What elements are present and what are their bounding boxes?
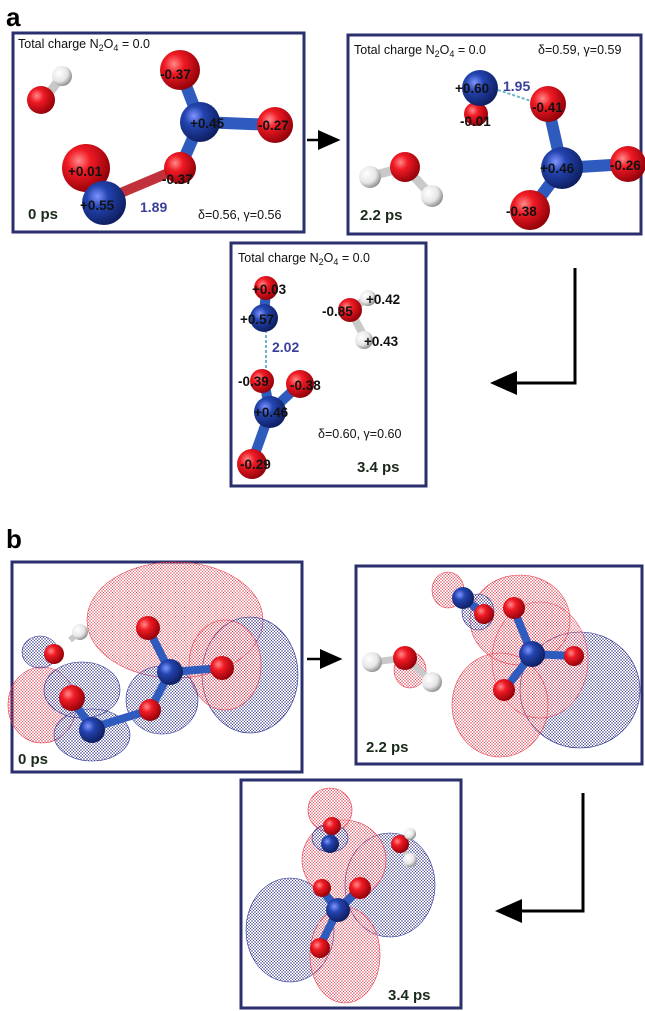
frame-a-2-2ps: Total charge N2O4 = 0.0 δ=0.59, γ=0.59 +… — [346, 33, 645, 236]
oxygen-atom — [391, 835, 409, 853]
total-charge-header: Total charge N2O4 = 0.0 — [238, 251, 370, 267]
frame-b-0ps: 0 ps — [7, 560, 304, 774]
nitrogen-atom — [541, 147, 583, 189]
charge-label: +0.42 — [366, 292, 400, 307]
oxygen-atom — [160, 50, 200, 90]
time-stamp: 3.4 ps — [388, 987, 431, 1004]
delta-gamma-values: δ=0.59, γ=0.59 — [538, 43, 621, 57]
oxygen-atom — [286, 370, 314, 398]
nitrogen-atom — [79, 717, 105, 743]
hydrogen-atom — [403, 853, 417, 867]
charge-label: -0.39 — [238, 374, 269, 389]
charge-label: -0.37 — [162, 172, 193, 187]
oxygen-atom — [59, 685, 85, 711]
delta-gamma-values: δ=0.56, γ=0.56 — [198, 208, 281, 222]
oxygen-atom — [250, 369, 274, 393]
oxygen-atom — [313, 879, 331, 897]
charge-label: +0.43 — [364, 334, 399, 349]
time-stamp: 3.4 ps — [357, 459, 400, 476]
panel-label-b: b — [6, 524, 22, 554]
charge-label: -0.38 — [290, 378, 321, 393]
oxygen-atom — [237, 449, 267, 479]
hydrogen-atom — [404, 828, 416, 840]
hydrogen-atom — [355, 331, 373, 349]
charge-label: -0.41 — [532, 100, 563, 115]
oxygen-atom — [257, 107, 293, 143]
frame-a-3-4ps: Total charge N2O4 = 0.0 +0.03 +0.57 -0.8… — [229, 241, 428, 488]
charge-label: +0.03 — [252, 282, 287, 297]
nitrogen-atom — [82, 181, 126, 225]
oxygen-atom — [164, 152, 196, 184]
hydrogen-atom — [52, 66, 72, 86]
total-charge-header: Total charge N2O4 = 0.0 — [354, 43, 486, 59]
oxygen-atom — [254, 276, 278, 300]
oxygen-atom — [27, 86, 55, 114]
oxygen-atom — [62, 144, 110, 192]
oxygen-atom — [393, 646, 417, 670]
oxygen-atom — [310, 938, 330, 958]
nitrogen-atom — [157, 659, 183, 685]
charge-label: -0.38 — [506, 204, 537, 219]
frame-b-3-4ps: 3.4 ps — [239, 778, 463, 1010]
nitrogen-atom — [519, 641, 545, 667]
oxygen-atom — [503, 597, 525, 619]
hydrogen-atom — [72, 624, 88, 640]
oxygen-atom — [210, 656, 234, 680]
hydrogen-atom — [360, 290, 376, 306]
charge-label: -0.37 — [160, 67, 191, 82]
oxygen-atom — [323, 817, 341, 835]
total-charge-header: Total charge N2O4 = 0.0 — [18, 37, 150, 53]
charge-label: +0.01 — [68, 164, 103, 179]
nitrogen-atom — [250, 304, 278, 332]
oxygen-atom — [530, 86, 566, 122]
time-stamp: 0 ps — [18, 751, 48, 768]
oxygen-atom — [464, 102, 488, 126]
arrow-elbow — [495, 793, 585, 923]
nitrogen-atom — [452, 587, 474, 609]
hydrogen-atom — [421, 185, 443, 207]
nitrogen-atom — [462, 70, 498, 106]
oxygen-atom — [338, 298, 362, 322]
nitrogen-atom — [326, 898, 350, 922]
hydrogen-atom — [422, 672, 442, 692]
charge-label: +0.46 — [540, 161, 575, 176]
oxygen-atom — [474, 604, 494, 624]
charge-label: -0.29 — [240, 457, 271, 472]
charge-label: +0.45 — [190, 116, 225, 131]
charge-label: +0.60 — [455, 81, 489, 96]
oxygen-atom — [610, 146, 645, 182]
charge-label: +0.46 — [254, 405, 289, 420]
time-stamp: 0 ps — [28, 206, 58, 223]
nitrogen-atom — [180, 102, 220, 142]
charge-label: -0.01 — [460, 114, 491, 129]
oxygen-atom — [44, 644, 64, 664]
hydrogen-atom — [362, 652, 382, 672]
charge-label: +0.55 — [80, 198, 115, 213]
bond-distance-label: 2.02 — [272, 339, 299, 355]
oxygen-atom — [510, 190, 550, 230]
hydrogen-atom — [359, 166, 381, 188]
delta-gamma-values: δ=0.60, γ=0.60 — [318, 427, 401, 441]
charge-label: -0.85 — [322, 304, 353, 319]
charge-label: -0.27 — [258, 118, 289, 133]
bond-distance-label: 1.89 — [140, 199, 167, 215]
oxygen-atom — [349, 877, 371, 899]
charge-label: +0.57 — [240, 312, 274, 327]
oxygen-atom — [564, 646, 584, 666]
arrow-elbow — [490, 268, 577, 395]
oxygen-atom — [136, 616, 160, 640]
frame-b-2-2ps: 2.2 ps — [354, 564, 644, 766]
nitrogen-atom — [321, 835, 339, 853]
time-stamp: 2.2 ps — [360, 207, 403, 224]
time-stamp: 2.2 ps — [366, 739, 409, 756]
oxygen-atom — [390, 152, 420, 182]
frame-a-0ps: Total charge N2O4 = 0.0 -0.37 +0.45 -0.2… — [11, 31, 306, 234]
charge-label: -0.26 — [610, 158, 641, 173]
nitrogen-atom — [254, 396, 286, 428]
oxygen-atom — [139, 699, 161, 721]
bond-distance-label: 1.95 — [503, 78, 530, 94]
oxygen-atom — [493, 679, 515, 701]
panel-label-a: a — [6, 2, 21, 32]
